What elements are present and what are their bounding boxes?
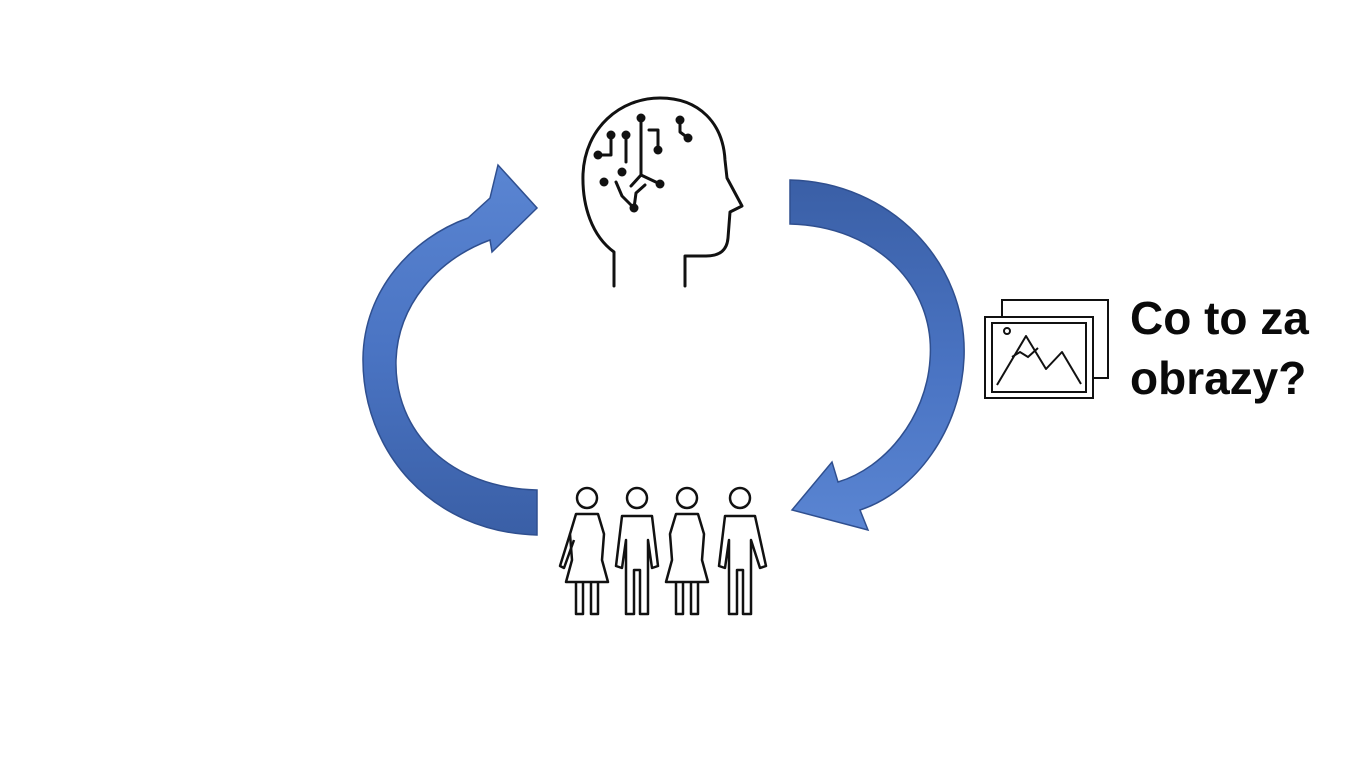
person-icon [664,486,710,616]
left-curved-arrow [362,163,539,536]
question-line-2: obrazy? [1130,352,1307,404]
person-icon [717,486,768,616]
right-curved-arrow [789,179,965,532]
person-icon [558,486,610,616]
images-icon [984,299,1109,399]
person-icon [614,486,660,616]
question-text: Co to za obrazy? [1130,288,1350,408]
people-group-icon [558,486,768,616]
question-line-1: Co to za [1130,292,1309,344]
ai-head-icon [581,96,744,288]
